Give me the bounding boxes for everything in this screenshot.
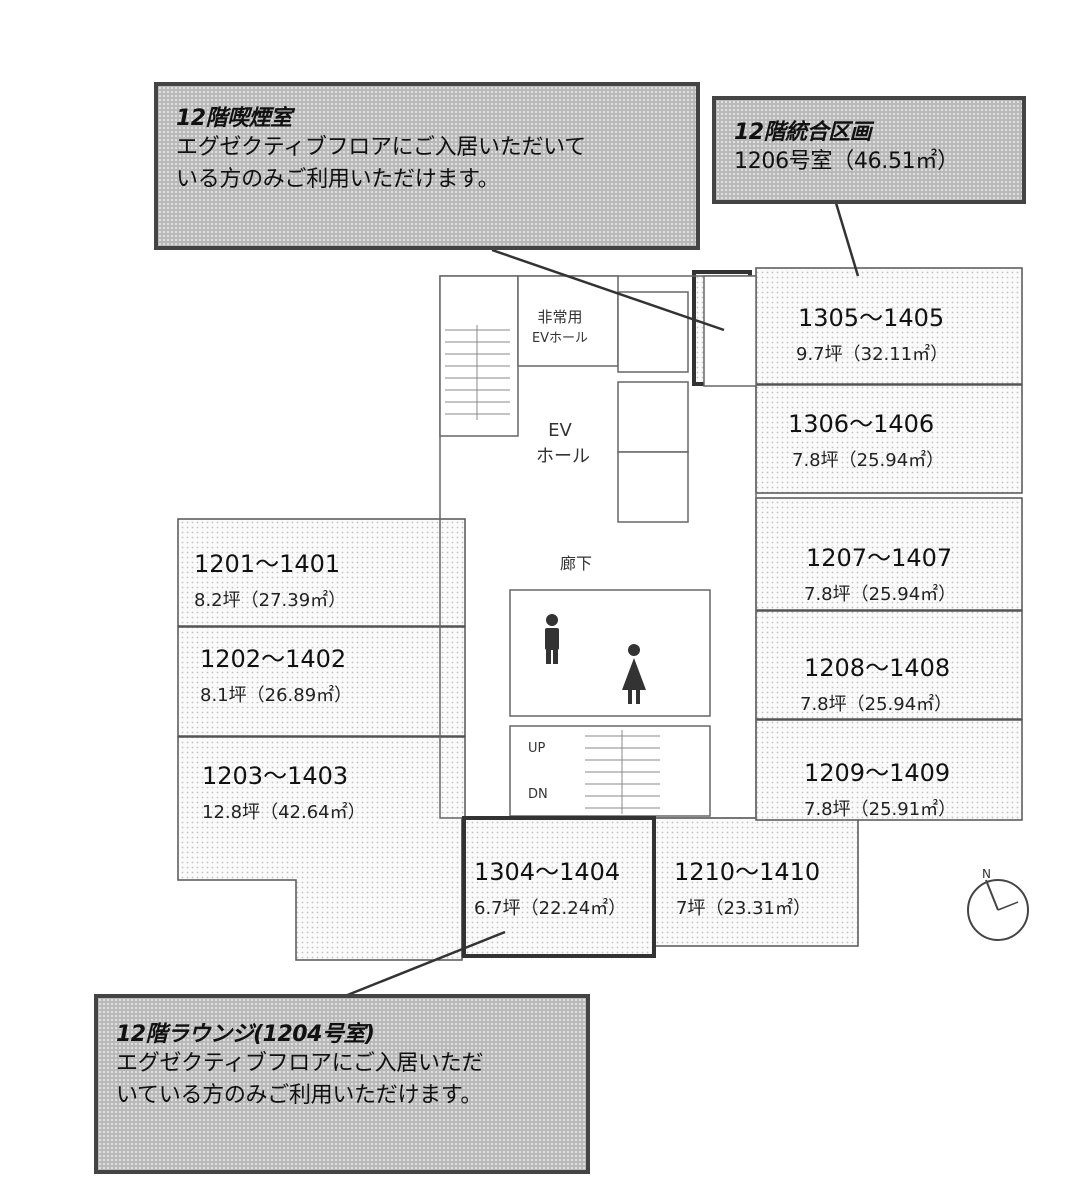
room-1203-block bbox=[177, 736, 466, 961]
emergency-ev-label: 非常用 bbox=[537, 308, 582, 326]
integrated-section-title: 12階統合区画 bbox=[734, 120, 872, 145]
stair-up-label: UP bbox=[528, 741, 546, 756]
stair-left bbox=[445, 325, 510, 420]
corridor-label: 廊下 bbox=[560, 554, 592, 573]
room-1210-area: 7坪（23.31㎡） bbox=[676, 897, 811, 919]
room-1209: 1209～1409 7.8坪（25.91㎡） bbox=[804, 759, 956, 820]
room-1208-number: 1208～1408 bbox=[804, 654, 950, 682]
room-1305: 1305～1405 9.7坪（32.11㎡） bbox=[796, 304, 948, 365]
room-1306: 1306～1406 7.8坪（25.94㎡） bbox=[788, 410, 944, 471]
room-1202-block bbox=[177, 626, 466, 737]
room-1304-block bbox=[461, 817, 655, 957]
integrated-section-callout: 12階統合区画 1206号室（46.51㎡） bbox=[712, 96, 1026, 204]
male-restroom-icon bbox=[545, 614, 559, 664]
smoking-leader-line bbox=[491, 248, 725, 332]
emergency-ev-hall-label: EVホール bbox=[532, 331, 588, 346]
room-1201-number: 1201～1401 bbox=[194, 550, 340, 578]
room-1208: 1208～1408 7.8坪（25.94㎡） bbox=[800, 654, 952, 715]
ev-hall-label-2: ホール bbox=[536, 446, 590, 467]
room-1207-block bbox=[755, 497, 1023, 611]
room-1207: 1207～1407 7.8坪（25.94㎡） bbox=[804, 544, 956, 605]
leader-lines bbox=[329, 202, 860, 1004]
room-blocks bbox=[177, 267, 1023, 961]
smoking-room-line1: エグゼクティブフロアにご入居いただいて bbox=[176, 135, 586, 160]
lounge-leader-line bbox=[329, 930, 506, 1004]
room-1203-area: 12.8坪（42.64㎡） bbox=[202, 801, 366, 823]
room-1201-block bbox=[177, 518, 466, 627]
room-1201-area: 8.2坪（27.39㎡） bbox=[194, 589, 346, 611]
room-1210-block bbox=[653, 817, 859, 947]
integrated-section-room: 1206号室（46.51㎡） bbox=[734, 149, 959, 174]
room-1209-block bbox=[755, 719, 1023, 821]
female-restroom-icon bbox=[622, 644, 646, 704]
lounge-highlight-frame bbox=[462, 816, 656, 958]
room-1203-number: 1203～1403 bbox=[202, 762, 348, 790]
room-1202-number: 1202～1402 bbox=[200, 645, 346, 673]
room-1202-area: 8.1坪（26.89㎡） bbox=[200, 684, 352, 706]
stair-down-label: DN bbox=[528, 787, 548, 802]
room-1209-number: 1209～1409 bbox=[804, 759, 950, 787]
room-1210-number: 1210～1410 bbox=[674, 858, 820, 886]
room-1210: 1210～1410 7坪（23.31㎡） bbox=[674, 858, 820, 919]
room-1207-area: 7.8坪（25.94㎡） bbox=[804, 583, 956, 605]
smoking-room-callout: 12階喫煙室 エグゼクティブフロアにご入居いただいて いる方のみご利用いただけま… bbox=[154, 82, 700, 250]
room-1208-area: 7.8坪（25.94㎡） bbox=[800, 693, 952, 715]
room-1306-area: 7.8坪（25.94㎡） bbox=[792, 449, 944, 471]
lounge-title: 12階ラウンジ(1204号室) bbox=[116, 1022, 375, 1047]
stair-center bbox=[585, 730, 660, 814]
room-1207-number: 1207～1407 bbox=[806, 544, 952, 572]
smoking-room-line2: いる方のみご利用いただけます。 bbox=[176, 166, 500, 192]
room-1306-block bbox=[755, 384, 1023, 494]
room-1305-number: 1305～1405 bbox=[798, 304, 944, 332]
lounge-line2: いている方のみご利用いただけます。 bbox=[116, 1082, 483, 1108]
lounge-callout: 12階ラウンジ(1204号室) エグゼクティブフロアにご入居いただ いている方の… bbox=[94, 994, 590, 1174]
core-walls bbox=[439, 275, 757, 819]
ev-hall-label-1: EV bbox=[548, 420, 572, 441]
room-1304-area: 6.7坪（22.24㎡） bbox=[474, 897, 626, 919]
room-1201: 1201～1401 8.2坪（27.39㎡） bbox=[194, 550, 346, 611]
room-1304-number: 1304～1404 bbox=[474, 858, 620, 886]
integrated-leader-line bbox=[834, 202, 860, 277]
room-1304: 1304～1404 6.7坪（22.24㎡） bbox=[474, 858, 626, 919]
compass-north-letter: N bbox=[982, 867, 991, 881]
room-1209-area: 7.8坪（25.91㎡） bbox=[804, 798, 956, 820]
room-1202: 1202～1402 8.1坪（26.89㎡） bbox=[200, 645, 352, 706]
smoking-room-title: 12階喫煙室 bbox=[176, 106, 292, 131]
compass-icon: N bbox=[967, 867, 1029, 941]
room-1306-number: 1306～1406 bbox=[788, 410, 934, 438]
room-1203: 1203～1403 12.8坪（42.64㎡） bbox=[202, 762, 366, 823]
room-1305-area: 9.7坪（32.11㎡） bbox=[796, 343, 948, 365]
room-1208-block bbox=[755, 610, 1023, 720]
lounge-line1: エグゼクティブフロアにご入居いただ bbox=[116, 1051, 484, 1076]
